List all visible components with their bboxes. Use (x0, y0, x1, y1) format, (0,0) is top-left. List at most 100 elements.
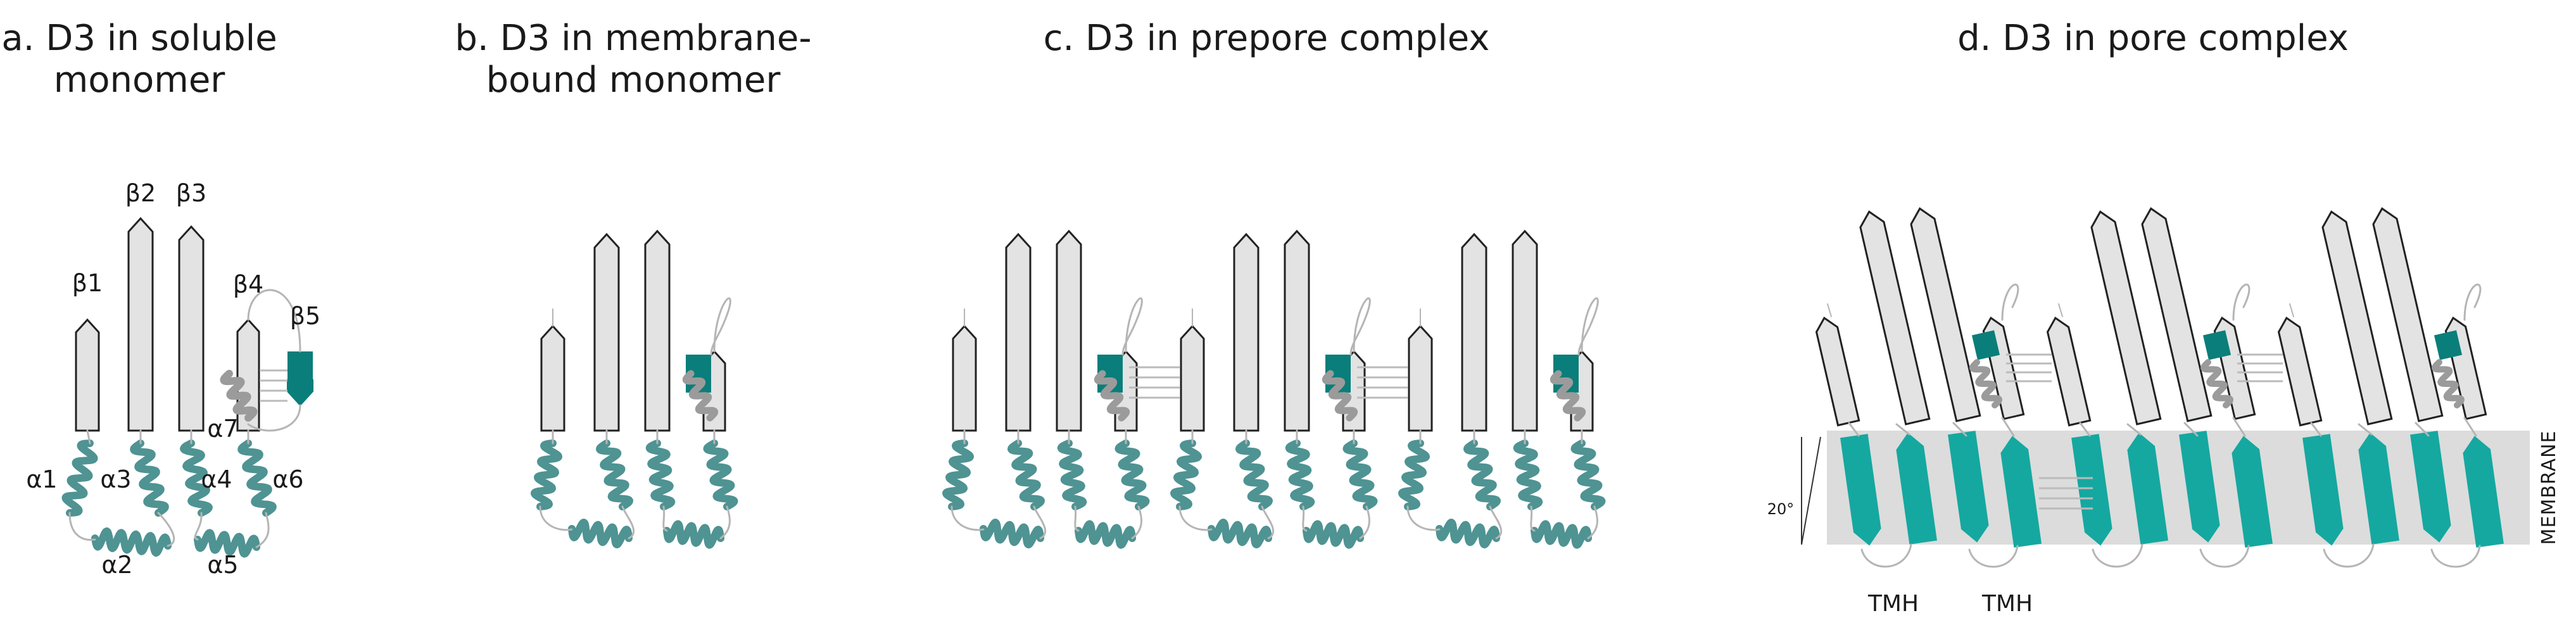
panel-d-unit2-alpha7-helix (2200, 359, 2233, 408)
alpha7-helix (220, 370, 258, 422)
panel-d-unit2-beta2-strand (2090, 210, 2162, 426)
panel-d-unit3-beta3-strand-group (2372, 207, 2444, 422)
panel-c-title: c. D3 in prepore complex (950, 18, 1583, 60)
panel-d-unit1-beta5-strand (1971, 330, 2000, 360)
panel-d-unit3-alpha7-helix (2432, 359, 2465, 408)
panel-b-beta3-strand (644, 229, 671, 432)
stub (86, 429, 91, 445)
panel-c-unit1-alpha3-helix (1007, 439, 1045, 510)
tmh-label-1: TMH (1867, 591, 1919, 617)
panel-c-unit2-beta1-strand (1180, 324, 1205, 432)
panel-d-title: d. D3 in pore complex (1868, 18, 2438, 60)
panel-d-unit1-tmh1-group (1840, 434, 1881, 546)
panel-c-unit3-alpha2-helix (1436, 519, 1500, 548)
panel-d-unit1-stub (1952, 422, 1967, 437)
alpha1-label: α1 (26, 465, 57, 493)
panel-d-unit1-alpha7-helix (1969, 359, 2002, 408)
panel-d-unit2-tmh1-group (2071, 434, 2112, 546)
panel-d-title-line1: d. D3 in pore complex (1957, 18, 2349, 59)
panel-d-unit1-tmh-hairpin-2 (1968, 545, 2019, 568)
panel-c-unit3-beta2-strand (1461, 232, 1487, 432)
panel-d-unit1-stub (2001, 417, 2015, 437)
alpha3-helix (130, 439, 169, 517)
panel-b-title: b. D3 in membrane- bound monomer (424, 18, 842, 101)
panel-d-unit3-beta2-strand (2321, 210, 2393, 426)
loop-a1-a2 (68, 512, 96, 541)
panel-d-unit1-tmh4 (2000, 436, 2042, 548)
panel-d-unit1-nterm (1827, 303, 1832, 317)
panel-c-unit3-alpha4-helix (1513, 439, 1543, 510)
alpha2-label: α2 (101, 551, 132, 579)
panel-b-loop-a5-a6 (719, 505, 731, 540)
panel-c-unit2-alpha2-helix (1208, 519, 1272, 548)
panel-d-unit2-tmh4-group (2232, 436, 2273, 548)
panel-c-unit1-loop-a5-a6 (1131, 505, 1142, 540)
panel-c-unit1-beta3-strand (1056, 229, 1082, 432)
panel-c-unit1-alpha2-helix (980, 519, 1044, 548)
angle-label: 20° (1767, 500, 1795, 518)
panel-c-unit2-alpha4-helix (1285, 439, 1315, 510)
panel-d-unit3-stub (2463, 417, 2477, 437)
panel-d-unit2-beta2-strand-group (2090, 210, 2162, 426)
panel-d-unit3-beta1-strand-group (2277, 317, 2323, 427)
panel-d-unit1-beta2-strand (1859, 210, 1931, 426)
panel-b-alpha4-helix (645, 439, 676, 510)
panel-c-unit3-loop-a2-a3 (1489, 505, 1502, 540)
panel-b-alpha3-helix (596, 439, 633, 510)
panel-d-unit1-tmh3-group (1948, 431, 1989, 543)
panel-d-unit3-stub (2415, 422, 2430, 437)
panel-c-unit2-alpha3-helix (1235, 439, 1273, 510)
loop-a5-a6 (255, 512, 270, 548)
panel-d-unit2-tmh3-group (2179, 431, 2220, 543)
panel-c-unit2-loop-a4-a5 (1302, 505, 1308, 532)
panel-d-unit3-beta3-strand (2372, 207, 2444, 422)
panel-c-unit1-alpha4-helix (1057, 439, 1087, 510)
alpha2-helix (91, 527, 172, 557)
panel-d-unit2-tmh2 (2127, 432, 2168, 545)
panel-d-unit3-beta1-strand (2277, 317, 2323, 427)
panel-d-unit3-stub (2358, 423, 2373, 436)
panel-c-unit3-loop-a5-a6 (1587, 505, 1598, 540)
beta5-return-loop (247, 404, 301, 432)
panel-c-unit2-loop-a1-a2 (1178, 505, 1213, 531)
panel-d-unit3-tmh-hairpin-1 (2323, 543, 2375, 568)
panel-a-title-line2: monomer (53, 60, 225, 101)
panel-b-beta1-strand (540, 324, 565, 432)
panel-c-unit3-alpha6-helix (1570, 439, 1606, 510)
panel-d-unit3-tmh1 (2302, 434, 2344, 546)
panel-d-unit1-beta4-loop (2001, 283, 2019, 321)
panel-c-unit1-alpha6-helix (1114, 439, 1150, 510)
panel-c-unit2-beta3-strand (1284, 229, 1310, 432)
panel-d-unit2-stub (2232, 417, 2246, 437)
beta2-label: β2 (125, 179, 156, 207)
panel-c-unit3-alpha3-helix (1463, 439, 1501, 510)
panel-c-unit3-beta1-strand (1408, 324, 1433, 432)
alpha4-label: α4 (201, 465, 232, 493)
beta4-beta5-loop (247, 289, 301, 353)
panel-d-unit3-stub (2310, 422, 2322, 437)
panel-d-unit2-tmh-hairpin-2 (2199, 545, 2250, 568)
panel-b-loop-a1-a2 (539, 505, 573, 531)
panel-d-unit2-nterm (2058, 303, 2063, 317)
panel-c-unit3-alpha5-helix (1531, 520, 1592, 549)
alpha6-helix (237, 439, 277, 517)
panel-d-unit3-tmh2 (2358, 432, 2399, 545)
panel-d-unit3-tmh-hairpin-2 (2430, 545, 2481, 568)
panel-c-unit3-beta3-strand (1512, 229, 1538, 432)
panel-c-unit2-beta4-loop (1349, 297, 1371, 356)
panel-c-unit1-beta4-loop (1121, 297, 1143, 356)
panel-d-unit3-tmh2-group (2358, 432, 2399, 545)
panel-c-unit1-beta1-strand (952, 324, 977, 432)
panel-d-unit2-stub (2183, 422, 2199, 437)
panel-c-unit3-alpha1-helix (1398, 439, 1430, 510)
panel-c-unit1-alpha5-helix (1075, 520, 1136, 549)
panel-b-alpha1-helix (531, 439, 562, 510)
panel-c-unit2-beta2-strand (1233, 232, 1260, 432)
panel-b-loop-a2-a3 (621, 505, 635, 540)
panel-c-title-line1: c. D3 in prepore complex (1043, 18, 1490, 59)
panel-d-unit1-tmh-hairpin-1 (1860, 543, 1912, 568)
panel-b-loop-a4-a5 (662, 505, 668, 532)
panel-d-unit2-beta5-strand (2202, 330, 2232, 360)
panel-b-alpha2-helix (568, 519, 633, 548)
